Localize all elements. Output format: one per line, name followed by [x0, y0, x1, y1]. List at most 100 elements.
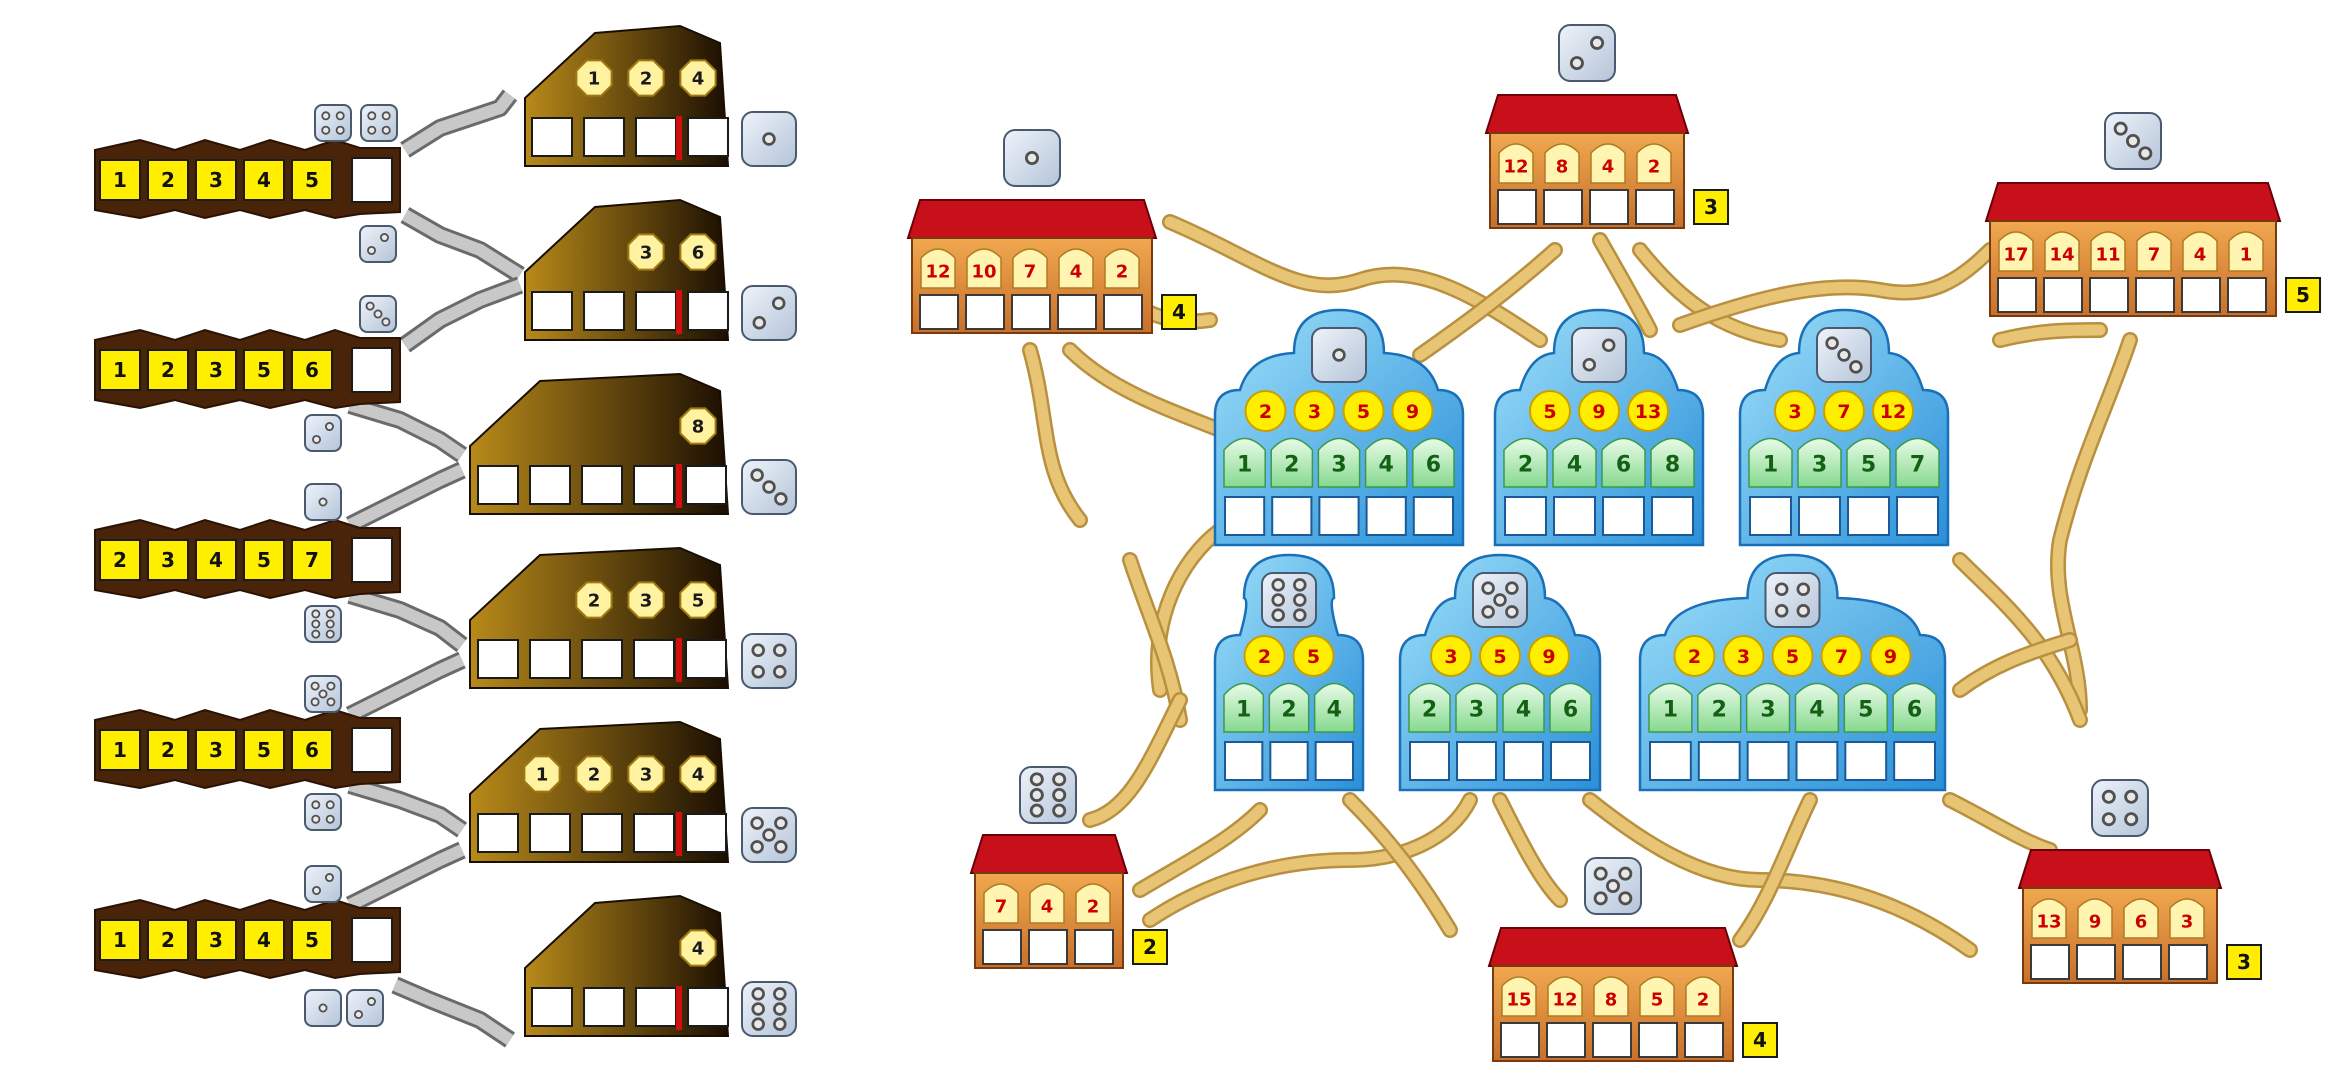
school-cell[interactable] [1550, 741, 1591, 781]
mine-cell[interactable] [147, 159, 189, 201]
factory-cell[interactable] [583, 291, 625, 331]
factory-cell[interactable] [633, 465, 675, 505]
factory-cell[interactable] [581, 813, 623, 853]
factory-cell[interactable] [477, 465, 519, 505]
house-cell[interactable] [2181, 277, 2221, 313]
school-cell[interactable] [1269, 741, 1309, 781]
factory-cell[interactable] [529, 465, 571, 505]
school-cell[interactable] [1503, 741, 1544, 781]
school-cell[interactable] [1553, 496, 1596, 536]
mine-cell[interactable] [147, 539, 189, 581]
factory-cell[interactable] [633, 813, 675, 853]
mine-cell[interactable] [291, 539, 333, 581]
factory-cell[interactable] [635, 291, 677, 331]
house-cell[interactable] [1074, 929, 1114, 965]
mine-die[interactable] [304, 989, 342, 1027]
house-cell[interactable] [1497, 189, 1537, 225]
factory-cell[interactable] [687, 291, 729, 331]
mine-empty-cell[interactable] [351, 537, 393, 583]
school-cell[interactable] [1746, 741, 1790, 781]
mine-cell[interactable] [243, 159, 285, 201]
factory-cell[interactable] [685, 639, 727, 679]
mine-die[interactable] [304, 414, 342, 452]
school-cell[interactable] [1271, 496, 1313, 536]
house-cell[interactable] [1546, 1022, 1586, 1058]
mine-cell[interactable] [195, 539, 237, 581]
factory-cell[interactable] [685, 465, 727, 505]
house-die[interactable] [1019, 766, 1077, 824]
house-cell[interactable] [965, 294, 1005, 330]
mine-cell[interactable] [99, 539, 141, 581]
factory-cell[interactable] [531, 117, 573, 157]
school-die[interactable] [1261, 572, 1317, 628]
school-die[interactable] [1764, 572, 1821, 628]
house-die[interactable] [2091, 779, 2149, 837]
mine-cell[interactable] [99, 919, 141, 961]
house-die[interactable] [2104, 112, 2162, 170]
mine-empty-cell[interactable] [351, 727, 393, 773]
mine-cell[interactable] [243, 539, 285, 581]
mine-cell[interactable] [291, 729, 333, 771]
house-cell[interactable] [2043, 277, 2083, 313]
house-cell[interactable] [2168, 944, 2208, 980]
mine-die[interactable] [304, 605, 342, 643]
factory-die[interactable] [741, 633, 797, 689]
house-cell[interactable] [1589, 189, 1629, 225]
factory-die[interactable] [741, 459, 797, 515]
school-die[interactable] [1472, 572, 1528, 628]
factory-cell[interactable] [531, 291, 573, 331]
factory-cell[interactable] [477, 813, 519, 853]
factory-die[interactable] [741, 285, 797, 341]
mine-cell[interactable] [195, 349, 237, 391]
factory-die[interactable] [741, 807, 797, 863]
school-die[interactable] [1816, 327, 1872, 383]
mine-die[interactable] [346, 989, 384, 1027]
factory-cell[interactable] [581, 465, 623, 505]
mine-cell[interactable] [99, 159, 141, 201]
mine-cell[interactable] [243, 349, 285, 391]
school-cell[interactable] [1224, 741, 1264, 781]
mine-cell[interactable] [195, 159, 237, 201]
school-cell[interactable] [1847, 496, 1890, 536]
mine-cell[interactable] [291, 159, 333, 201]
factory-cell[interactable] [581, 639, 623, 679]
house-cell[interactable] [1543, 189, 1583, 225]
factory-cell[interactable] [583, 117, 625, 157]
school-cell[interactable] [1649, 741, 1692, 781]
house-cell[interactable] [1635, 189, 1675, 225]
factory-cell[interactable] [687, 987, 729, 1027]
mine-die[interactable] [314, 104, 352, 142]
house-die[interactable] [1584, 857, 1642, 915]
house-cell[interactable] [1638, 1022, 1678, 1058]
mine-cell[interactable] [99, 729, 141, 771]
house-cell[interactable] [1057, 294, 1097, 330]
house-cell[interactable] [1028, 929, 1068, 965]
house-cell[interactable] [1500, 1022, 1540, 1058]
factory-cell[interactable] [635, 987, 677, 1027]
school-cell[interactable] [1504, 496, 1547, 536]
mine-empty-cell[interactable] [351, 917, 393, 963]
school-cell[interactable] [1365, 496, 1407, 536]
house-cell[interactable] [919, 294, 959, 330]
factory-cell[interactable] [687, 117, 729, 157]
factory-die[interactable] [741, 111, 797, 167]
factory-cell[interactable] [529, 639, 571, 679]
house-cell[interactable] [982, 929, 1022, 965]
mine-die[interactable] [360, 104, 398, 142]
mine-cell[interactable] [147, 349, 189, 391]
factory-cell[interactable] [477, 639, 519, 679]
school-cell[interactable] [1697, 741, 1741, 781]
mine-die[interactable] [304, 483, 342, 521]
school-cell[interactable] [1798, 496, 1841, 536]
school-cell[interactable] [1749, 496, 1792, 536]
school-cell[interactable] [1602, 496, 1645, 536]
mine-cell[interactable] [99, 349, 141, 391]
mine-cell[interactable] [195, 729, 237, 771]
school-cell[interactable] [1795, 741, 1839, 781]
school-cell[interactable] [1314, 741, 1354, 781]
house-cell[interactable] [1011, 294, 1051, 330]
house-cell[interactable] [2135, 277, 2175, 313]
school-cell[interactable] [1844, 741, 1888, 781]
mine-cell[interactable] [291, 349, 333, 391]
mine-cell[interactable] [243, 919, 285, 961]
